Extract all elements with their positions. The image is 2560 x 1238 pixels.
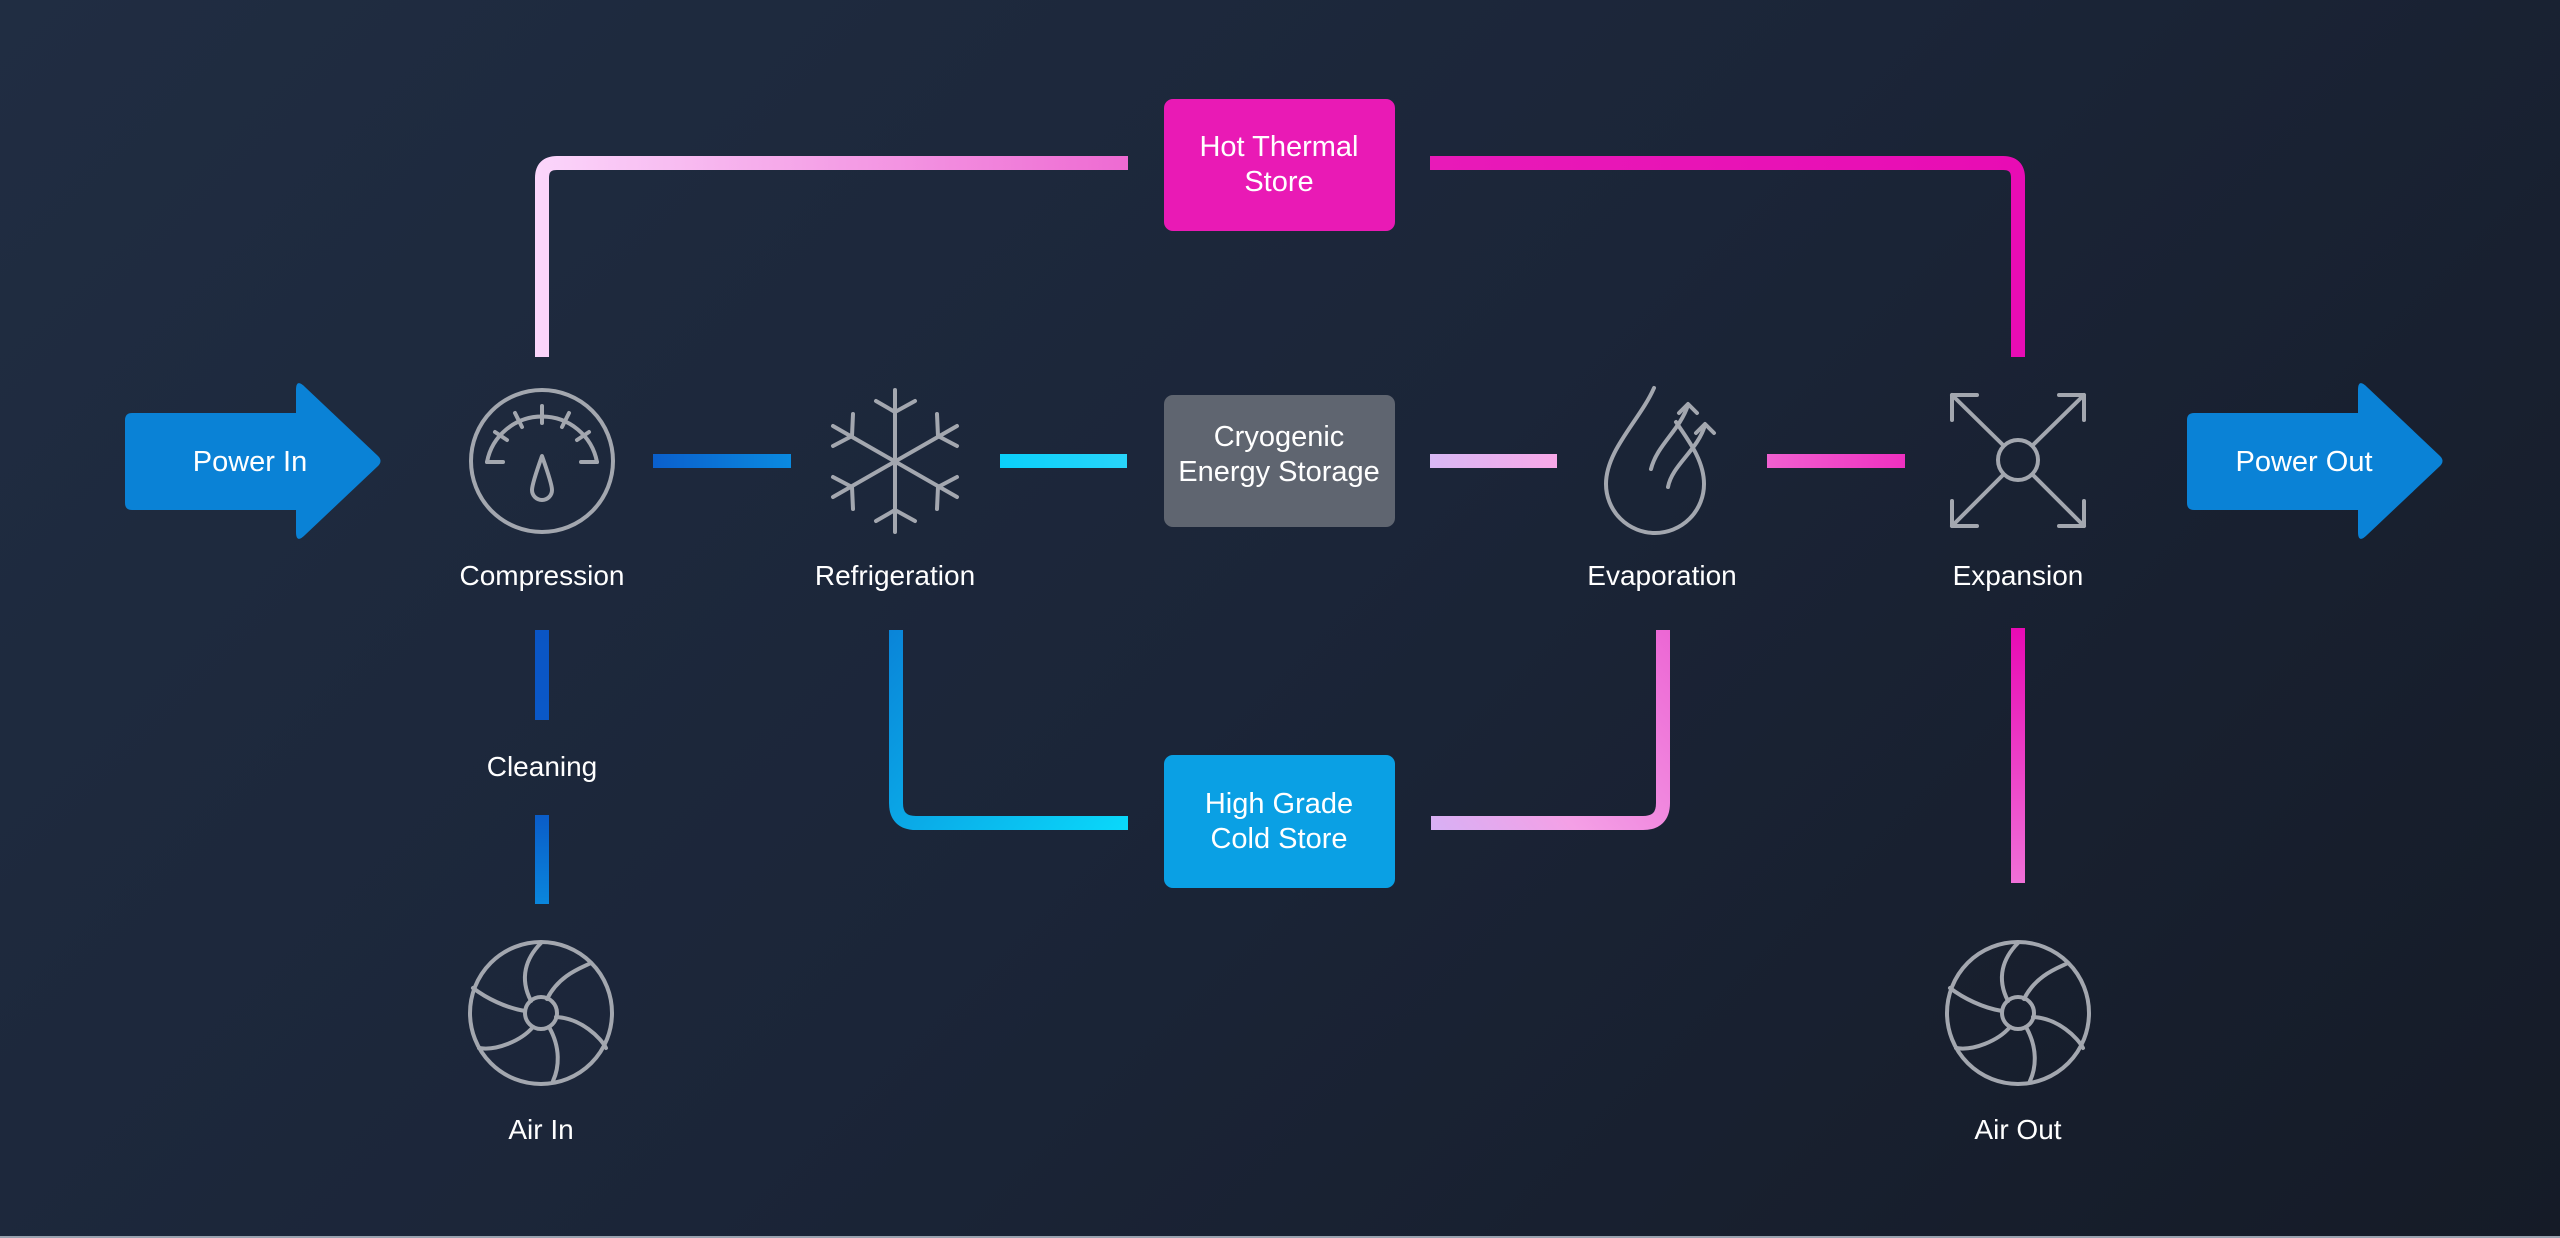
connectors [535, 156, 2025, 904]
evaporation-drop-icon [1604, 386, 1716, 535]
compression-label: Compression [460, 560, 625, 591]
fan-icon [468, 940, 614, 1086]
air-in-node: Air In [468, 940, 614, 1145]
high-grade-cold-store: High Grade Cold Store [1164, 755, 1395, 888]
cryogenic-energy-storage: Cryogenic Energy Storage [1164, 395, 1395, 527]
evaporation-label: Evaporation [1587, 560, 1736, 591]
power-in-arrow-shape [125, 383, 381, 539]
bottom-divider [0, 1236, 2560, 1238]
connector-cold-store-evaporation [1431, 630, 1670, 830]
high-grade-cold-store-label-line2: Cold Store [1210, 823, 1347, 855]
power-in-arrow: Power In [125, 383, 381, 539]
power-out-label: Power Out [2236, 446, 2373, 478]
expansion-node: Expansion [1950, 393, 2086, 591]
gauge-icon [469, 388, 615, 534]
air-in-label: Air In [508, 1114, 573, 1145]
air-out-label: Air Out [1974, 1114, 2061, 1145]
hot-thermal-store-box [1164, 99, 1395, 231]
hot-thermal-store: Hot Thermal Store [1164, 99, 1395, 231]
expansion-label: Expansion [1953, 560, 2084, 591]
evaporation-node: Evaporation [1587, 386, 1737, 591]
connector-hot-store-expansion [1430, 156, 2025, 357]
fan-icon [1945, 940, 2091, 1086]
refrigeration-label: Refrigeration [815, 560, 975, 591]
power-out-arrow-shape [2187, 383, 2443, 539]
power-in-label: Power In [193, 446, 307, 478]
cryogenic-energy-storage-label-line1: Cryogenic [1214, 421, 1345, 453]
hot-thermal-store-label-line2: Store [1244, 166, 1313, 198]
cryogenic-energy-storage-box [1164, 395, 1395, 527]
compression-node: Compression [460, 388, 625, 591]
air-out-node: Air Out [1945, 940, 2091, 1145]
cryogenic-energy-storage-label-line2: Energy Storage [1178, 456, 1380, 488]
high-grade-cold-store-box [1164, 755, 1395, 888]
hot-thermal-store-label-line1: Hot Thermal [1199, 131, 1358, 163]
power-out-arrow: Power Out [2187, 383, 2443, 539]
snowflake-icon [831, 388, 959, 534]
cleaning-label: Cleaning [487, 751, 598, 782]
connector-refrigeration-cold-store [889, 630, 1128, 830]
refrigeration-node: Refrigeration [815, 388, 975, 591]
expand-arrows-icon [1950, 393, 2086, 528]
high-grade-cold-store-label-line1: High Grade [1205, 788, 1353, 820]
connector-compression-hot-store [535, 156, 1128, 357]
